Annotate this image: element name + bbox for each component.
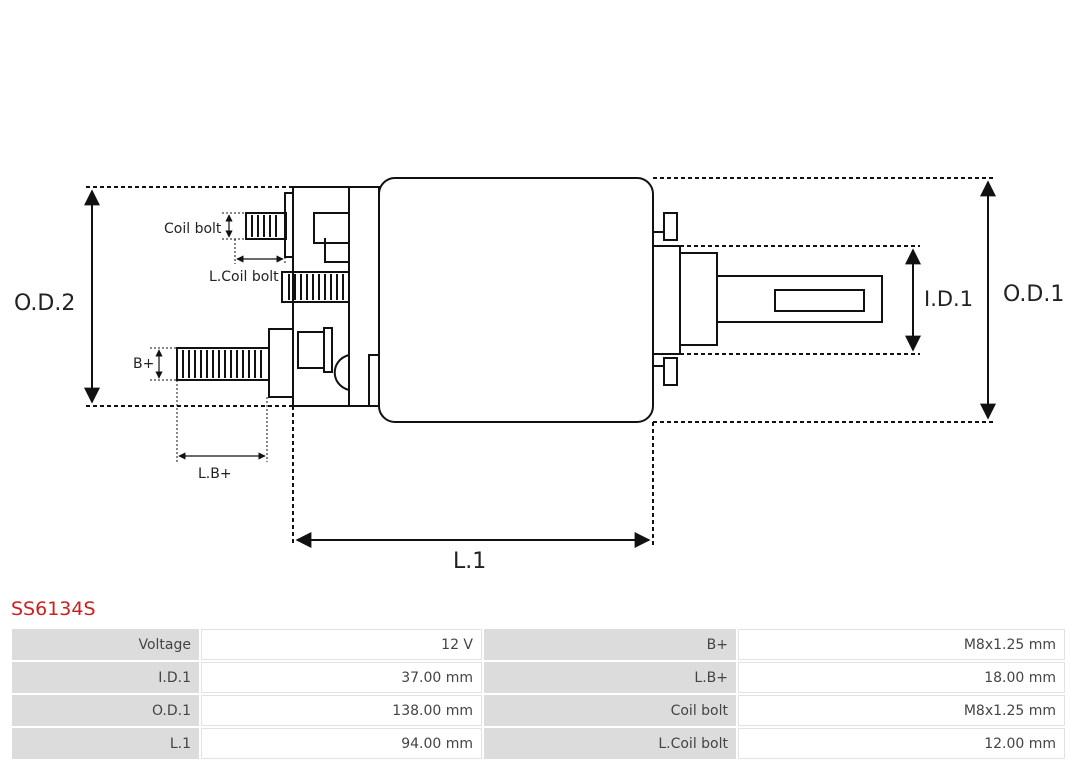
solenoid-body [378,177,654,423]
terminal-bolt [281,271,350,303]
solenoid-dimension-diagram: O.D.2 O.D.1 I.D.1 L.1 Coil bolt L.Coil b… [14,177,1064,574]
spec-value: 18.00 mm [738,662,1065,693]
coil-bolt-label: Coil bolt [164,221,222,237]
spec-key: B+ [484,629,736,660]
table-row: Voltage 12 V B+ M8x1.25 mm [12,629,1065,660]
spec-key: Coil bolt [484,695,736,726]
spec-key: I.D.1 [12,662,199,693]
spec-key: Voltage [12,629,199,660]
spec-key: L.Coil bolt [484,728,736,759]
part-number-title: SS6134S [11,598,96,620]
spec-value: 12 V [201,629,482,660]
spec-key: L.B+ [484,662,736,693]
id1-label: I.D.1 [924,287,973,311]
table-row: O.D.1 138.00 mm Coil bolt M8x1.25 mm [12,695,1065,726]
spec-key: O.D.1 [12,695,199,726]
spec-value: 37.00 mm [201,662,482,693]
end-cap [292,186,380,407]
spec-value: M8x1.25 mm [738,629,1065,660]
l-coil-bolt-label: L.Coil bolt [209,269,279,285]
spec-value: 138.00 mm [201,695,482,726]
spec-value: 94.00 mm [201,728,482,759]
spec-value: M8x1.25 mm [738,695,1065,726]
table-row: I.D.1 37.00 mm L.B+ 18.00 mm [12,662,1065,693]
b-plus-label: B+ [133,356,154,372]
spec-value: 12.00 mm [738,728,1065,759]
l1-label: L.1 [453,549,486,574]
od2-label: O.D.2 [14,291,75,316]
l-b-plus-label: L.B+ [198,466,232,482]
od1-label: O.D.1 [1003,282,1064,307]
table-row: L.1 94.00 mm L.Coil bolt 12.00 mm [12,728,1065,759]
spec-key: L.1 [12,728,199,759]
spec-table: Voltage 12 V B+ M8x1.25 mm I.D.1 37.00 m… [10,627,1067,761]
